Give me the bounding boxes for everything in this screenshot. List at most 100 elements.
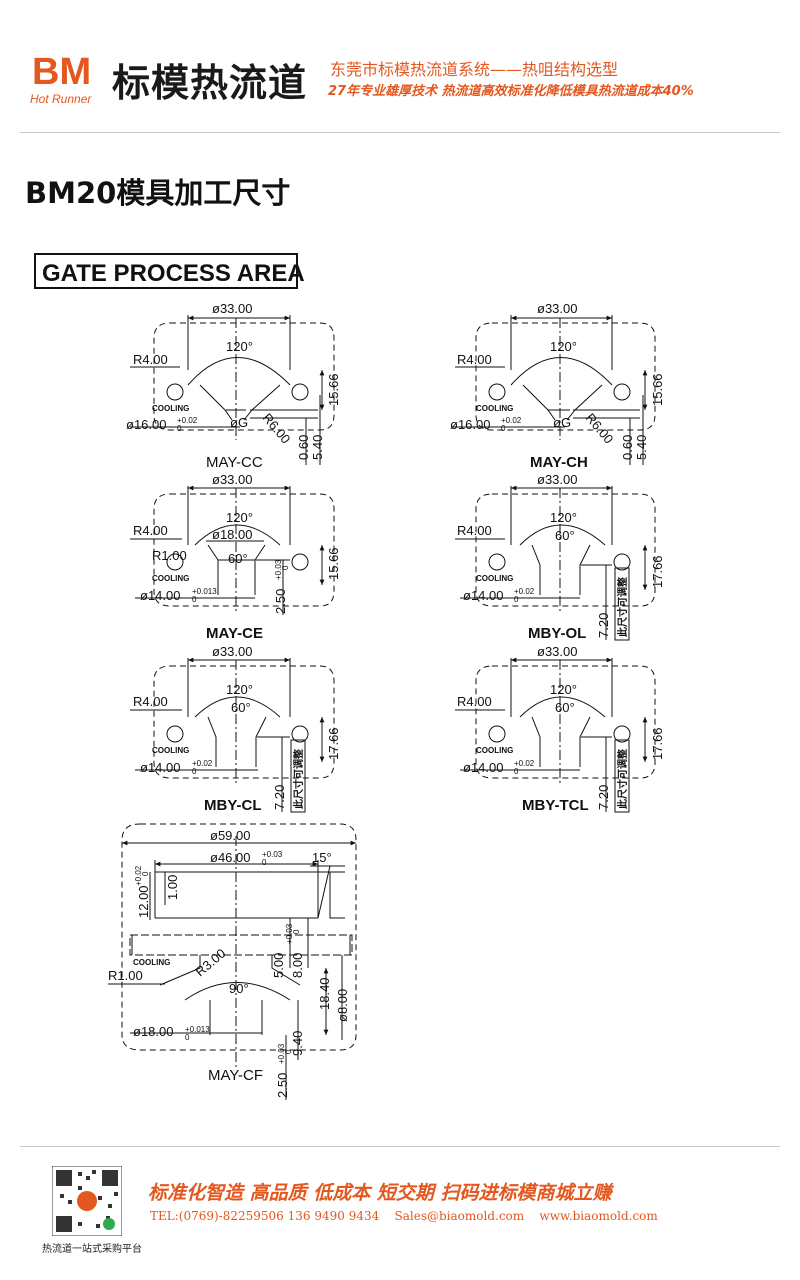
section-title-box: GATE PROCESS AREA [34,253,305,289]
may-ch-cooling: COOLING [476,404,513,413]
may-cf-h250: 2.50 [275,1073,290,1098]
may-ce-tol250b: 0 [281,565,290,570]
may-ce-r1: R1.00 [152,548,187,563]
mby-cl-angle120: 120° [226,682,253,697]
may-cf-tol46: +0.03 [262,850,283,859]
may-cf-h1840: 18.40 [317,977,332,1010]
may-cf-angle15: 15° [312,850,332,865]
mby-cl-tol14: +0.02 [192,759,213,768]
footer-slogan: 标准化智造 高品质 低成本 短交期 扫码进标模商城立赚 [148,1182,612,1204]
may-ce-d33: ø33.00 [212,472,252,487]
may-cf-cooling: COOLING [133,958,170,967]
may-ch-label: MAY-CH [530,454,588,471]
mby-ol-h720: 7.20 [596,613,611,638]
mby-tcl-tol14b: 0 [514,767,519,776]
may-ch-tol16b: 0 [501,424,506,433]
may-cf-diagram: ø59.00 ø46.00 +0.03 0 15° 12.00 +0.02 0 … [108,823,357,1100]
may-cc-tol16b: 0 [177,424,182,433]
mby-ol-r4: R4.00 [457,523,492,538]
header-divider [20,132,780,133]
may-cc-tol16: +0.02 [177,416,198,425]
may-cc-angle: 120° [226,339,253,354]
mby-tcl-r4: R4.00 [457,694,492,709]
may-cc-cooling: COOLING [152,404,189,413]
mby-tcl-label: MBY-TCL [522,797,589,814]
mby-cl-angle60: 60° [231,700,251,715]
may-cf-h1: 1.00 [165,875,180,900]
may-cf-tol250b: 0 [284,1049,293,1054]
mby-ol-diagram: ø33.00 R4.00 120° 60° 17.66 COOLING ø14.… [455,472,665,642]
mby-tcl-d33: ø33.00 [537,644,577,659]
may-cc-r4: R4.00 [133,352,168,367]
may-cf-tol46b: 0 [262,858,267,867]
may-ch-d16: ø16.00 [450,417,490,432]
mby-tcl-d14: ø14.00 [463,760,503,775]
mby-tcl-note: 此尺寸可调整 [616,749,629,809]
mby-ol-tol14b: 0 [514,595,519,604]
may-ce-angle120: 120° [226,510,253,525]
may-cc-d33: ø33.00 [212,301,252,316]
may-cf-d46: ø46.00 [210,850,250,865]
qr-caption: 热流道一站式采购平台 [42,1244,142,1255]
mby-cl-h720: 7.20 [272,785,287,810]
mby-ol-tol14: +0.02 [514,587,535,596]
mby-ol-note: 此尺寸可调整 [616,577,629,637]
mby-ol-d14: ø14.00 [463,588,503,603]
may-ch-tol16: +0.02 [501,416,522,425]
may-cf-angle90: 90° [229,981,249,996]
may-cf-tol250: +0.03 [277,1043,286,1064]
may-cf-r1: R1.00 [108,968,143,983]
logo-letters: BM [32,51,91,93]
page-title: BM20模具加工尺寸 [25,176,291,210]
may-ch-h540: 5.40 [634,435,649,460]
may-ce-cooling: COOLING [152,574,189,583]
mby-cl-d33: ø33.00 [212,644,252,659]
footer-tel: TEL:(0769)-82259506 136 9490 9434 [150,1209,380,1223]
mby-ol-angle120: 120° [550,510,577,525]
may-ce-tol250: +0.03 [274,559,283,580]
may-cc-h060: 0.60 [296,435,311,460]
mby-cl-r4: R4.00 [133,694,168,709]
header-slogan-2: 27年专业雄厚技术 热流道高效标准化降低模具热流道成本40% [328,84,694,99]
may-ch-dg: øG [553,415,571,430]
may-ch-h15: 15.66 [650,373,665,406]
mby-tcl-angle60: 60° [555,700,575,715]
may-cf-tol18b: 0 [185,1033,190,1042]
footer-web[interactable]: www.biaomold.com [539,1209,658,1223]
may-ch-r6: R6.00 [583,410,617,446]
may-cf-h8: 8.00 [290,953,305,978]
may-cf-tol8: +0.03 [285,923,294,944]
brand-name: 标模热流道 [112,61,308,105]
mby-cl-note: 此尺寸可调整 [292,749,305,809]
mby-tcl-h17: 17.66 [650,727,665,760]
mby-ol-label: MBY-OL [528,625,586,642]
may-ce-d18: ø18.00 [212,527,252,542]
may-cf-r3: R3.00 [192,946,228,980]
may-ce-d14: ø14.00 [140,588,180,603]
may-ce-tol14b: 0 [192,595,197,604]
may-cf-tol12: +0.02 [134,865,143,886]
may-ch-h060: 0.60 [620,435,635,460]
footer-contact: TEL:(0769)-82259506 136 9490 9434 Sales@… [150,1209,658,1223]
footer-email[interactable]: Sales@biaomold.com [394,1209,525,1223]
mby-tcl-diagram: ø33.00 R4.00 120° 60° 17.66 COOLING ø14.… [455,644,665,814]
may-ce-diagram: ø33.00 R4.00 120° ø18.00 R1.00 60° 15.66… [130,472,341,642]
mby-ol-h17: 17.66 [650,555,665,588]
may-cf-d59: ø59.00 [210,828,250,843]
mby-cl-d14: ø14.00 [140,760,180,775]
mby-cl-tol14b: 0 [192,767,197,776]
may-cc-h540: 5.40 [310,435,325,460]
qr-code-icon[interactable] [52,1166,122,1236]
mby-ol-angle60: 60° [555,528,575,543]
section-title: GATE PROCESS AREA [42,260,305,287]
may-cf-h5: 5.00 [271,953,286,978]
logo-sub: Hot Runner [30,92,92,106]
may-ch-diagram: ø33.00 R4.00 120° 15.66 COOLING ø16.00 +… [450,301,665,471]
may-cf-d8: ø8.00 [335,989,350,1022]
header-slogan-1: 东莞市标模热流道系统——热咀结构选型 [330,60,619,79]
may-ce-h15: 15.66 [326,547,341,580]
may-ce-tol14: +0.013 [192,587,217,596]
mby-cl-diagram: ø33.00 R4.00 120° 60° 17.66 COOLING ø14.… [130,644,341,814]
may-cc-d16: ø16.00 [126,417,166,432]
may-ce-angle60: 60° [228,551,248,566]
